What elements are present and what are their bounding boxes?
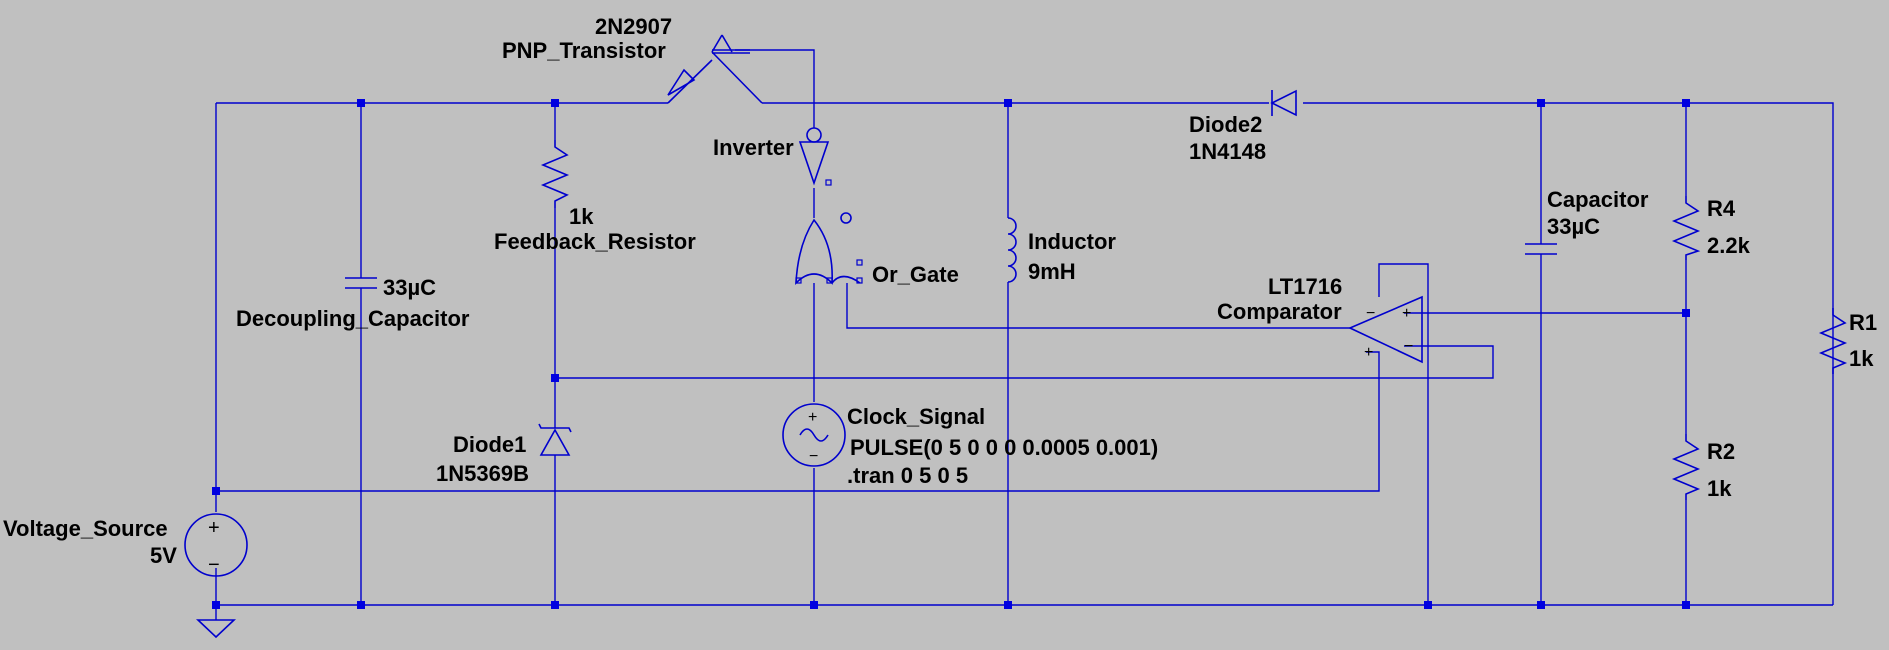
junction-dot: [212, 601, 220, 609]
r2-resistor-symbol[interactable]: [1671, 434, 1701, 500]
r4-resistor-symbol[interactable]: [1671, 196, 1701, 260]
voltage-source-value: 5V: [150, 543, 177, 568]
junction-dot: [1682, 99, 1690, 107]
comparator-symbol[interactable]: + − − +: [1348, 295, 1423, 364]
diode2-name: Diode2: [1189, 112, 1262, 137]
source-plus-sign: +: [208, 517, 220, 539]
labels: 2N2907 PNP_Transistor 33µC Decoupling_Ca…: [3, 14, 1877, 568]
junction-dot: [1004, 601, 1012, 609]
junction-dot: [551, 99, 559, 107]
r1-resistor-symbol[interactable]: [1818, 308, 1848, 374]
diode2-value: 1N4148: [1189, 139, 1266, 164]
clock-minus-sign: −: [809, 448, 818, 465]
r1-value: 1k: [1849, 346, 1874, 371]
diode1-name: Diode1: [453, 432, 526, 457]
comparator-value: LT1716: [1268, 274, 1342, 299]
junction-dot: [1682, 309, 1690, 317]
inductor-value: 9mH: [1028, 259, 1076, 284]
junction-dot: [810, 601, 818, 609]
wire-base-to-inverter: [735, 49, 815, 128]
junction-dot: [551, 601, 559, 609]
feedback-resistor-value: 1k: [569, 204, 594, 229]
r2-name: R2: [1707, 439, 1735, 464]
inverter-name: Inverter: [713, 135, 794, 160]
voltage-source-symbol[interactable]: + −: [184, 513, 248, 577]
source-minus-sign: −: [208, 554, 220, 576]
clock-signal-name: Clock_Signal: [847, 404, 985, 429]
junction-dot: [551, 374, 559, 382]
clock-signal-value: PULSE(0 5 0 0 0 0.0005 0.001): [850, 435, 1158, 460]
clock-plus-sign: +: [808, 409, 817, 426]
pnp-transistor-name: PNP_Transistor: [502, 38, 666, 63]
junction-dots: [212, 99, 1690, 609]
junction-dot: [1004, 99, 1012, 107]
r2-value: 1k: [1707, 476, 1732, 501]
or-gate-symbol[interactable]: [795, 212, 863, 286]
diode2-symbol[interactable]: [1270, 89, 1297, 117]
junction-dot: [1537, 99, 1545, 107]
decoupling-capacitor-value: 33µC: [383, 275, 436, 300]
junction-dot: [1424, 601, 1432, 609]
comparator-plus-sign: +: [1402, 305, 1411, 322]
junction-dot: [357, 99, 365, 107]
wires: [215, 49, 1834, 620]
feedback-resistor-name: Feedback_Resistor: [494, 229, 696, 254]
clock-source-symbol[interactable]: + −: [782, 403, 846, 467]
wire-feedback-to-comparator: [555, 345, 1494, 379]
inductor-symbol[interactable]: [1007, 217, 1017, 283]
wire-comparator-supply: [1378, 263, 1429, 605]
wire-source-to-comparator: [216, 351, 1380, 492]
capacitor-name: Capacitor: [1547, 187, 1649, 212]
diode1-value: 1N5369B: [436, 461, 529, 486]
junction-dot: [357, 601, 365, 609]
feedback-resistor-symbol[interactable]: [540, 140, 570, 208]
comparator-supply-plus: +: [1364, 344, 1373, 361]
r4-value: 2.2k: [1707, 233, 1751, 258]
voltage-source-name: Voltage_Source: [3, 516, 168, 541]
ground-icon: [195, 619, 237, 639]
diode1-symbol[interactable]: [538, 423, 572, 456]
inductor-name: Inductor: [1028, 229, 1116, 254]
pnp-transistor-symbol[interactable]: [667, 34, 763, 104]
capacitor-symbol[interactable]: [1525, 243, 1557, 255]
junction-dot: [212, 487, 220, 495]
inverter-symbol[interactable]: [798, 127, 832, 186]
comparator-minus-sign: −: [1404, 338, 1413, 355]
or-gate-name: Or_Gate: [872, 262, 959, 287]
junction-dot: [1537, 601, 1545, 609]
wire-or-to-comparator: [846, 283, 1350, 329]
wire-top-rail-right: [1303, 102, 1834, 605]
comparator-name: Comparator: [1217, 299, 1342, 324]
r4-name: R4: [1707, 196, 1736, 221]
decoupling-capacitor-symbol[interactable]: [345, 277, 377, 289]
r1-name: R1: [1849, 310, 1877, 335]
junction-dot: [1682, 601, 1690, 609]
comparator-supply-minus: −: [1366, 305, 1375, 322]
decoupling-capacitor-name: Decoupling_Capacitor: [236, 306, 470, 331]
pnp-transistor-value: 2N2907: [595, 14, 672, 39]
capacitor-value: 33µC: [1547, 214, 1600, 239]
tran-directive[interactable]: .tran 0 5 0 5: [847, 463, 968, 488]
